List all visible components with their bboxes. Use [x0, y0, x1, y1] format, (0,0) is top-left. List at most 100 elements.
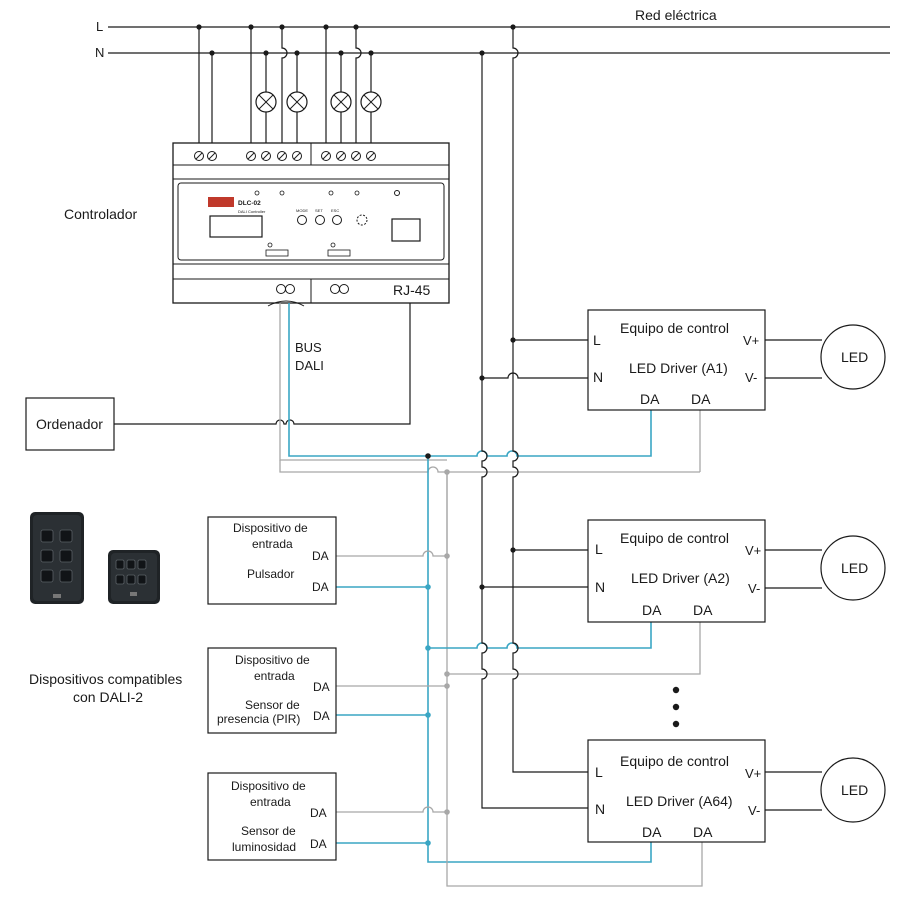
svg-text:SET: SET	[315, 208, 323, 213]
svg-text:DA: DA	[693, 824, 713, 840]
svg-text:N: N	[593, 369, 603, 385]
bus-terminals	[276, 284, 349, 294]
rj45-cable	[114, 303, 411, 425]
bus-bracket	[267, 300, 305, 307]
svg-text:luminosidad: luminosidad	[232, 840, 296, 854]
svg-text:DA: DA	[313, 680, 330, 694]
svg-text:LED Driver (A64): LED Driver (A64)	[626, 793, 733, 809]
input-pulsador: Dispositivo de entrada DA Pulsador DA	[207, 516, 337, 605]
svg-text:Dispositivo de: Dispositivo de	[231, 779, 306, 793]
keypad-6-button-icon	[30, 512, 84, 604]
svg-text:DA: DA	[642, 824, 662, 840]
svg-text:presencia (PIR): presencia (PIR)	[217, 712, 300, 726]
svg-text:entrada: entrada	[254, 669, 295, 683]
svg-text:Dispositivo de: Dispositivo de	[233, 521, 308, 535]
dali-blue-vertical	[427, 456, 652, 863]
svg-text:LED: LED	[841, 560, 868, 576]
mode-button	[297, 215, 307, 225]
computer-box: Ordenador	[25, 397, 115, 451]
keypad-4-button-icon	[108, 550, 160, 604]
dali-blue-trunk	[288, 303, 428, 457]
svg-text:Sensor de: Sensor de	[245, 698, 300, 712]
driver-a64: Equipo de control LED Driver (A64) L N V…	[587, 739, 886, 843]
svg-text:MODE: MODE	[296, 208, 308, 213]
led-lamp	[820, 535, 886, 601]
controller-subtitle: DALI Controller	[238, 209, 266, 214]
svg-text:Sensor de: Sensor de	[241, 824, 296, 838]
brand-logo	[208, 197, 234, 207]
neutral-label: N	[95, 45, 104, 60]
svg-text:L: L	[595, 541, 603, 557]
lamp-icons	[255, 91, 382, 113]
mains-title: Red eléctrica	[635, 7, 717, 23]
indicator-marks	[254, 190, 360, 257]
controller-model: DLC-02	[238, 200, 261, 207]
led-lamp	[820, 757, 886, 823]
controller-module: Controlador DLC-02 DALI Controller MODE	[64, 142, 450, 304]
lamp-icon	[286, 91, 308, 113]
ellipsis-dots	[672, 686, 680, 728]
bus-label-1: BUS	[295, 340, 322, 355]
svg-text:ESC: ESC	[331, 208, 339, 213]
svg-text:V+: V+	[745, 766, 761, 781]
rj45-label: RJ-45	[393, 282, 431, 298]
mains-n-feed	[481, 53, 588, 379]
svg-text:DA: DA	[310, 837, 327, 851]
controller-supply-wires	[196, 24, 374, 150]
svg-text:DA: DA	[312, 549, 329, 563]
status-led-icon	[394, 190, 400, 196]
line-label: L	[96, 19, 103, 34]
computer-label: Ordenador	[36, 416, 103, 432]
svg-text:entrada: entrada	[252, 537, 293, 551]
input-pir: Dispositivo de entrada DA Sensor de pres…	[207, 647, 337, 734]
mains-lines: L N Red eléctrica	[95, 7, 890, 60]
compatible-label-1: Dispositivos compatibles	[29, 671, 182, 687]
svg-text:Pulsador: Pulsador	[247, 567, 294, 581]
compatible-label-2: con DALI-2	[73, 689, 143, 705]
bus-label-2: DALI	[295, 358, 324, 373]
svg-text:DA: DA	[642, 602, 662, 618]
svg-text:V-: V-	[748, 803, 760, 818]
set-button	[315, 215, 325, 225]
input-luminosidad: Dispositivo de entrada DA Sensor de lumi…	[207, 772, 337, 861]
lamp-icon	[330, 91, 352, 113]
svg-text:DA: DA	[310, 806, 327, 820]
svg-text:LED: LED	[841, 782, 868, 798]
svg-text:LED Driver (A2): LED Driver (A2)	[631, 570, 730, 586]
svg-text:LED: LED	[841, 349, 868, 365]
svg-text:DA: DA	[313, 709, 330, 723]
svg-text:L: L	[593, 332, 601, 348]
esc-button	[332, 215, 342, 225]
dial-icon	[356, 214, 368, 226]
svg-text:V+: V+	[745, 543, 761, 558]
svg-text:DA: DA	[693, 602, 713, 618]
lamp-icon	[255, 91, 277, 113]
svg-text:Equipo de control: Equipo de control	[620, 320, 729, 336]
controller-label: Controlador	[64, 206, 137, 222]
svg-text:entrada: entrada	[250, 795, 291, 809]
bus-junctions	[425, 453, 450, 846]
svg-text:Equipo de control: Equipo de control	[620, 753, 729, 769]
controller-display	[209, 215, 263, 238]
svg-text:N: N	[595, 801, 605, 817]
svg-text:DA: DA	[640, 391, 660, 407]
svg-text:V-: V-	[748, 581, 760, 596]
svg-text:DA: DA	[691, 391, 711, 407]
usb-port	[391, 218, 421, 242]
svg-text:DA: DA	[312, 580, 329, 594]
led-lamp	[820, 324, 886, 390]
lamp-icon	[360, 91, 382, 113]
dali-gray-trunk	[279, 303, 447, 461]
controller-buttons: MODE SET ESC	[296, 208, 368, 226]
svg-text:V+: V+	[743, 333, 759, 348]
svg-text:Dispositivo de: Dispositivo de	[235, 653, 310, 667]
svg-text:N: N	[595, 579, 605, 595]
svg-text:LED Driver (A1): LED Driver (A1)	[629, 360, 728, 376]
driver-a2: Equipo de control LED Driver (A2) L N V+…	[587, 519, 886, 623]
svg-text:Equipo de control: Equipo de control	[620, 530, 729, 546]
terminal-screws	[194, 151, 376, 161]
mains-l-feed	[512, 27, 588, 341]
svg-text:L: L	[595, 764, 603, 780]
dali-gray-vertical	[446, 472, 703, 887]
